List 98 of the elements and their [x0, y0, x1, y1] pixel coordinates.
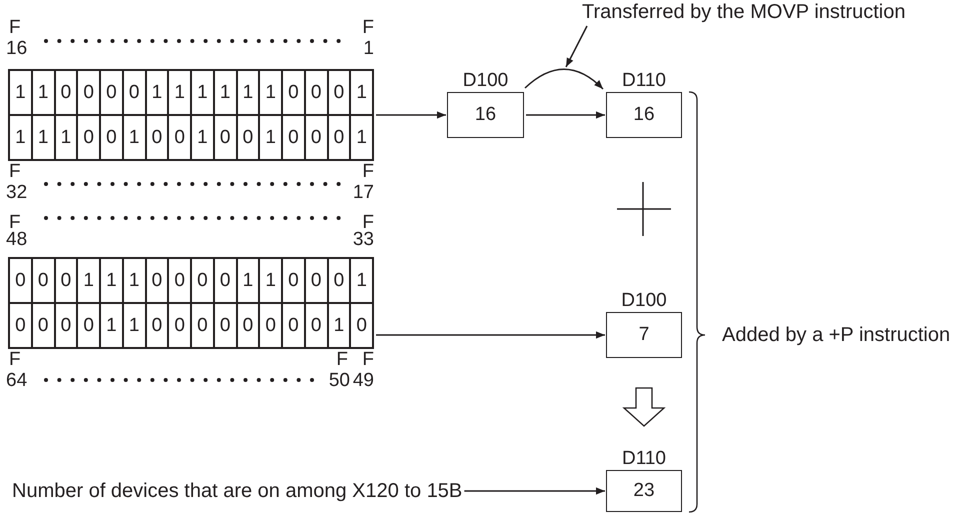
- bit-cell: 0: [214, 115, 236, 160]
- bit-cell: 1: [77, 258, 100, 303]
- bit-cell: 0: [328, 115, 350, 160]
- bit-cell: 0: [236, 115, 260, 160]
- bit-cell: 0: [9, 303, 32, 348]
- register-label: D110: [620, 448, 667, 470]
- bit-cell: 1: [146, 70, 168, 115]
- arrow: [464, 487, 605, 495]
- register-label: D100: [462, 70, 510, 92]
- bit-cell: 1: [122, 115, 146, 160]
- bit-label: 49: [352, 370, 374, 392]
- bit-cell: 1: [122, 303, 146, 348]
- bit-cell: 0: [328, 258, 350, 303]
- arrow: [524, 68, 604, 90]
- bit-label: 1: [363, 38, 374, 60]
- bit-label: F: [362, 17, 374, 39]
- value-box: 7: [606, 312, 682, 358]
- arrow: [376, 331, 605, 339]
- bit-cell: 1: [350, 258, 373, 303]
- bit-cell: 0: [77, 115, 100, 160]
- block-arrow: [622, 387, 666, 427]
- register-label: D100: [620, 290, 668, 312]
- bit-cell: 0: [168, 115, 191, 160]
- arrow: [376, 111, 446, 119]
- bit-cell: 0: [214, 258, 236, 303]
- bit-cell: 0: [168, 258, 191, 303]
- bit-cell: 0: [77, 70, 100, 115]
- value-box: 16: [447, 92, 524, 138]
- bit-cell: 0: [236, 303, 260, 348]
- leader-line: [565, 26, 588, 68]
- bit-cell: 0: [54, 258, 78, 303]
- bit-cell: 1: [191, 70, 214, 115]
- bit-cell: 0: [282, 258, 305, 303]
- arrow: [526, 111, 605, 119]
- value-box: 23: [606, 470, 682, 512]
- bit-cell: 1: [122, 258, 146, 303]
- bit-cell: 0: [168, 303, 191, 348]
- bit-cell: 1: [32, 115, 54, 160]
- bit-cell: 1: [259, 115, 282, 160]
- bit-cell: 0: [9, 258, 32, 303]
- bit-cell: 1: [350, 115, 373, 160]
- bit-table: [8, 69, 374, 161]
- bit-label: F: [362, 349, 374, 371]
- bit-cell: 0: [304, 258, 328, 303]
- bit-cell: 1: [32, 70, 54, 115]
- bit-cell: 1: [100, 303, 123, 348]
- bit-cell: 0: [54, 303, 78, 348]
- bit-cell: 0: [32, 258, 54, 303]
- bit-cell: 0: [214, 303, 236, 348]
- bit-cell: 1: [259, 258, 282, 303]
- bit-cell: 0: [304, 303, 328, 348]
- register-label: D110: [620, 70, 667, 92]
- bit-cell: 1: [168, 70, 191, 115]
- bit-cell: 1: [236, 258, 260, 303]
- bit-cell: 1: [236, 70, 260, 115]
- bit-label: 64: [6, 370, 28, 392]
- bit-cell: 0: [122, 70, 146, 115]
- bit-cell: 1: [259, 70, 282, 115]
- bit-cell: 1: [54, 115, 78, 160]
- bit-cell: 1: [9, 70, 32, 115]
- bit-cell: 1: [214, 70, 236, 115]
- bit-cell: 0: [54, 70, 78, 115]
- bit-cell: 0: [282, 70, 305, 115]
- bit-label: 32: [6, 182, 28, 204]
- bit-cell: 0: [146, 258, 168, 303]
- bit-cell: 1: [100, 258, 123, 303]
- bit-label: F: [9, 349, 21, 371]
- bit-cell: 0: [32, 303, 54, 348]
- bit-label: 16: [6, 38, 28, 60]
- bit-cell: 0: [100, 115, 123, 160]
- bit-cell: 0: [282, 115, 305, 160]
- bit-label: F: [9, 161, 21, 183]
- bit-label: F: [9, 17, 21, 39]
- bracket-label: Added by a +P instruction: [722, 324, 950, 346]
- bit-cell: 1: [191, 115, 214, 160]
- bit-cell: 1: [350, 70, 373, 115]
- bit-cell: 0: [304, 115, 328, 160]
- bit-label: F: [362, 161, 374, 183]
- bit-cell: 0: [350, 303, 373, 348]
- bit-cell: 0: [146, 115, 168, 160]
- bit-cell: 0: [259, 303, 282, 348]
- bit-cell: 0: [100, 70, 123, 115]
- bit-cell: 0: [191, 303, 214, 348]
- value-box: 16: [606, 92, 682, 138]
- bit-table: [8, 257, 374, 349]
- bit-label: 50: [328, 370, 350, 392]
- bit-cell: 0: [304, 70, 328, 115]
- bit-cell: 0: [328, 70, 350, 115]
- bit-label: 17: [352, 182, 374, 204]
- bit-cell: 0: [282, 303, 305, 348]
- bit-cell: 0: [191, 258, 214, 303]
- bit-cell: 1: [328, 303, 350, 348]
- note-text: Transferred by the MOVP instruction: [582, 1, 906, 23]
- bit-label: F: [336, 349, 348, 371]
- note-text: Number of devices that are on among X120 to 15B: [12, 480, 462, 502]
- bit-cell: 0: [77, 303, 100, 348]
- bit-cell: 1: [9, 115, 32, 160]
- bit-cell: 0: [146, 303, 168, 348]
